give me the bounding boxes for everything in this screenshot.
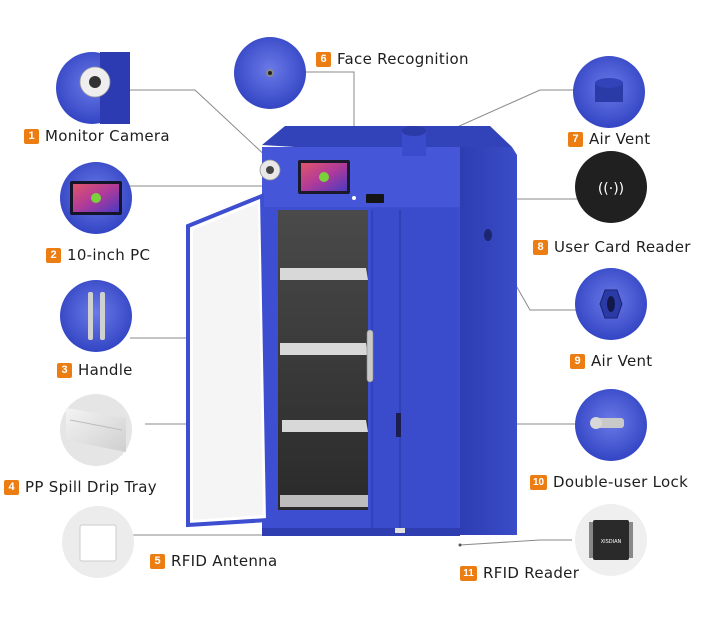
callout-number: 6	[316, 51, 331, 67]
handle-inset	[60, 280, 132, 352]
callout-number: 8	[533, 239, 548, 255]
lock-inset	[575, 389, 647, 461]
callout-rfid-antenna: 5 RFID Antenna	[150, 552, 277, 570]
face-recognition-inset	[234, 37, 306, 109]
card-reader-inset: ((·))	[575, 151, 647, 223]
callout-label: Air Vent	[591, 352, 653, 370]
monitor-camera-inset	[56, 52, 130, 124]
air-vent-top-inset	[573, 56, 645, 128]
callout-air-vent-top: 7 Air Vent	[568, 130, 650, 148]
callout-rfid-reader: 11 RFID Reader	[460, 564, 579, 582]
callout-number: 10	[530, 474, 547, 490]
callout-number: 4	[4, 479, 19, 495]
callout-number: 9	[570, 353, 585, 369]
callout-monitor-camera: 1 Monitor Camera	[24, 127, 170, 145]
callout-number: 1	[24, 128, 39, 144]
callout-number: 7	[568, 131, 583, 147]
cabinet	[186, 126, 517, 547]
wireless-icon: ((·))	[598, 181, 624, 197]
callout-air-vent-side: 9 Air Vent	[570, 352, 652, 370]
callout-label: Double-user Lock	[553, 473, 689, 491]
callout-label: 10-inch PC	[67, 246, 151, 264]
callout-number: 2	[46, 247, 61, 263]
reader-brand-text: XISDIAN	[601, 539, 622, 545]
callout-label: RFID Reader	[483, 564, 580, 582]
callout-number: 11	[460, 565, 477, 581]
callout-number: 5	[150, 553, 165, 569]
callout-label: User Card Reader	[554, 238, 691, 256]
drip-tray-inset	[60, 394, 132, 466]
callout-handle: 3 Handle	[57, 361, 133, 379]
callout-label: Air Vent	[589, 130, 651, 148]
callout-label: Monitor Camera	[45, 127, 170, 145]
callout-label: Handle	[78, 361, 133, 379]
callout-label: RFID Antenna	[171, 552, 278, 570]
callout-label: Face Recognition	[337, 50, 469, 68]
rfid-reader-inset: XISDIAN	[575, 504, 647, 576]
callout-label: PP Spill Drip Tray	[25, 478, 157, 496]
callout-card-reader: 8 User Card Reader	[533, 238, 691, 256]
pc-inset	[60, 162, 132, 234]
air-vent-side-inset	[575, 268, 647, 340]
rfid-antenna-inset	[62, 506, 134, 578]
callout-face-recognition: 6 Face Recognition	[316, 50, 469, 68]
callout-pc: 2 10-inch PC	[46, 246, 150, 264]
callout-double-user-lock: 10 Double-user Lock	[530, 473, 688, 491]
callout-number: 3	[57, 362, 72, 378]
callout-drip-tray: 4 PP Spill Drip Tray	[4, 478, 157, 496]
